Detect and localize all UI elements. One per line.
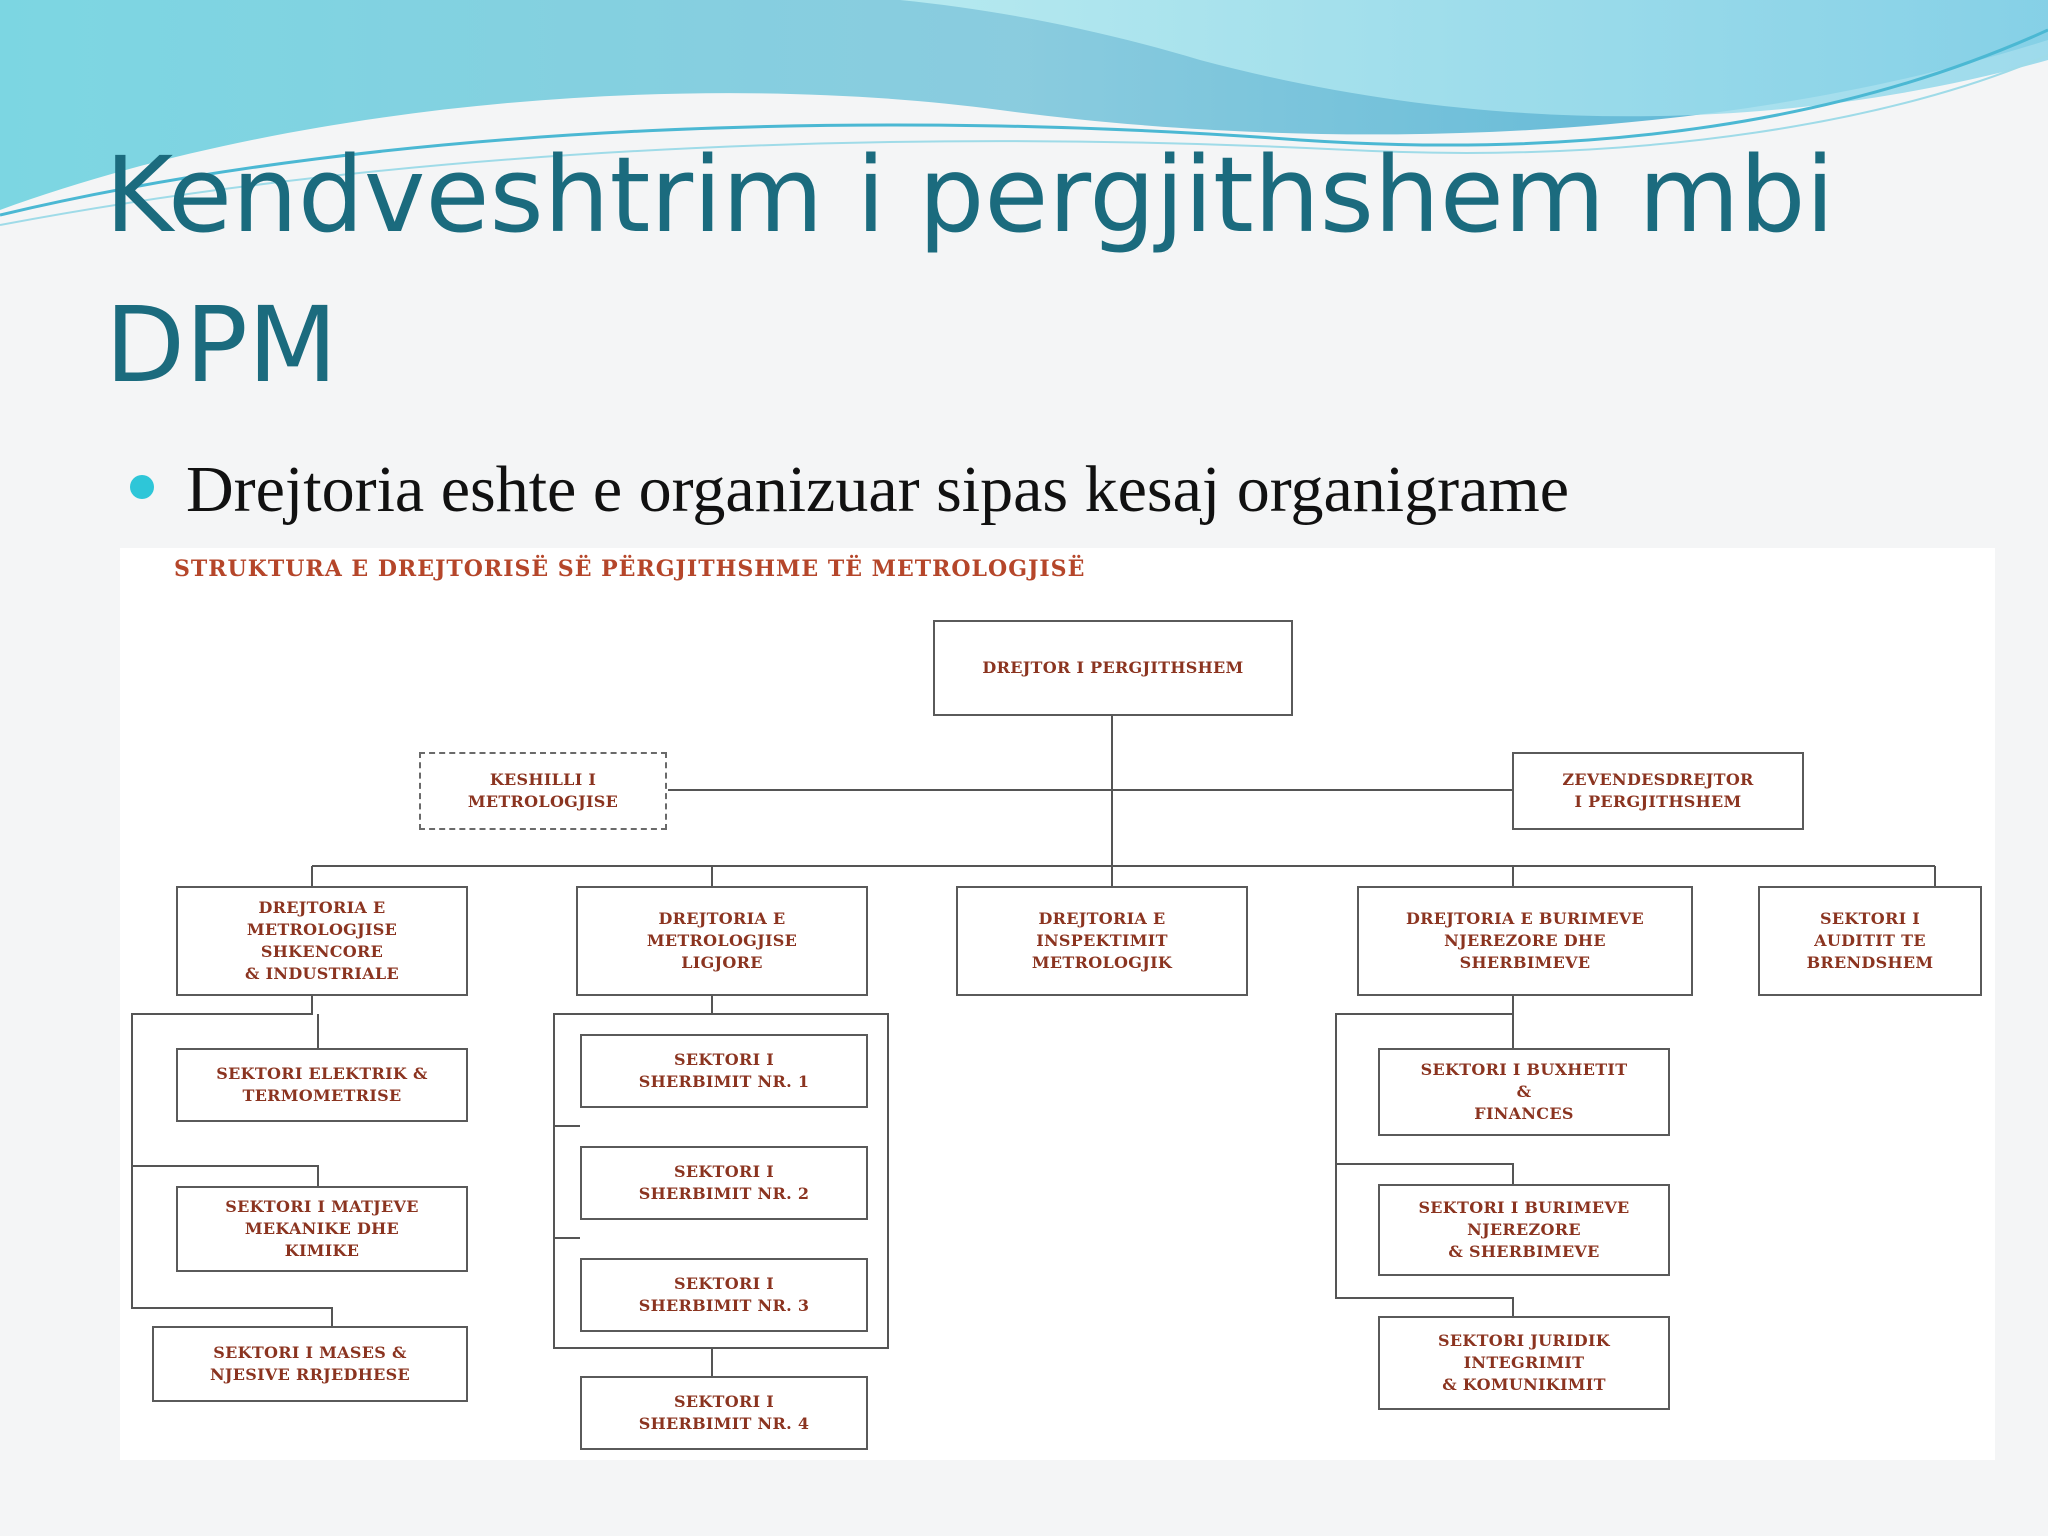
sector-service-3-box: SEKTORI I SHERBIMIT NR. 3: [580, 1258, 868, 1332]
directorate-scientific-box: DREJTORIA E METROLOGJISE SHKENCORE & IND…: [176, 886, 468, 996]
sector-service-1-label: SEKTORI I SHERBIMIT NR. 1: [638, 1050, 810, 1091]
audit-sector-box: SEKTORI I AUDITIT TE BRENDSHEM: [1758, 886, 1982, 996]
sector-hr-label: SEKTORI I BURIMEVE NJEREZORE & SHERBIMEV…: [1418, 1198, 1630, 1261]
bullet-dot-icon: [130, 475, 154, 499]
sector-electric-label: SEKTORI ELEKTRIK & TERMOMETRISE: [216, 1064, 428, 1105]
sector-mechanical-box: SEKTORI I MATJEVE MEKANIKE DHE KIMIKE: [176, 1186, 468, 1272]
directorate-inspection-box: DREJTORIA E INSPEKTIMIT METROLOGJIK: [956, 886, 1248, 996]
directorate-hr-box: DREJTORIA E BURIMEVE NJEREZORE DHE SHERB…: [1357, 886, 1693, 996]
slide-title: Kendveshtrim i pergjithshem mbi DPM: [105, 134, 1835, 406]
directorate-scientific-label: DREJTORIA E METROLOGJISE SHKENCORE & IND…: [245, 898, 399, 983]
council-box: KESHILLI I METROLOGJISE: [419, 752, 667, 830]
sector-service-2-box: SEKTORI I SHERBIMIT NR. 2: [580, 1146, 868, 1220]
org-chart: STRUKTURA E DREJTORISË SË PËRGJITHSHME T…: [120, 548, 1995, 1460]
sector-budget-box: SEKTORI I BUXHETIT & FINANCES: [1378, 1048, 1670, 1136]
sector-service-2-label: SEKTORI I SHERBIMIT NR. 2: [638, 1162, 810, 1203]
sector-hr-box: SEKTORI I BURIMEVE NJEREZORE & SHERBIMEV…: [1378, 1184, 1670, 1276]
sector-service-4-label: SEKTORI I SHERBIMIT NR. 4: [638, 1392, 810, 1433]
director-box: DREJTOR I PERGJITHSHEM: [933, 620, 1293, 716]
sector-electric-box: SEKTORI ELEKTRIK & TERMOMETRISE: [176, 1048, 468, 1122]
sector-service-3-label: SEKTORI I SHERBIMIT NR. 3: [638, 1274, 810, 1315]
sector-service-1-box: SEKTORI I SHERBIMIT NR. 1: [580, 1034, 868, 1108]
sector-legal-box: SEKTORI JURIDIK INTEGRIMIT & KOMUNIKIMIT: [1378, 1316, 1670, 1410]
directorate-legal-box: DREJTORIA E METROLOGJISE LIGJORE: [576, 886, 868, 996]
deputy-box: ZEVENDESDREJTOR I PERGJITHSHEM: [1512, 752, 1804, 830]
bullet-text: Drejtoria eshte e organizuar sipas kesaj…: [186, 453, 1570, 526]
org-chart-title: STRUKTURA E DREJTORISË SË PËRGJITHSHME T…: [174, 556, 1086, 582]
sector-service-4-box: SEKTORI I SHERBIMIT NR. 4: [580, 1376, 868, 1450]
sector-mass-label: SEKTORI I MASES & NJESIVE RRJEDHESE: [209, 1343, 410, 1384]
org-chart-connectors: [131, 716, 1936, 1376]
deputy-label: ZEVENDESDREJTOR I PERGJITHSHEM: [1562, 770, 1754, 811]
council-label: KESHILLI I METROLOGJISE: [467, 770, 619, 811]
sector-mass-box: SEKTORI I MASES & NJESIVE RRJEDHESE: [152, 1326, 468, 1402]
sector-legal-label: SEKTORI JURIDIK INTEGRIMIT & KOMUNIKIMIT: [1438, 1331, 1610, 1394]
header-wave-decoration: [0, 0, 2048, 226]
sector-mechanical-label: SEKTORI I MATJEVE MEKANIKE DHE KIMIKE: [225, 1197, 419, 1260]
directorate-legal-label: DREJTORIA E METROLOGJISE LIGJORE: [646, 909, 798, 972]
directorate-inspection-label: DREJTORIA E INSPEKTIMIT METROLOGJIK: [1031, 909, 1173, 972]
directorate-hr-label: DREJTORIA E BURIMEVE NJEREZORE DHE SHERB…: [1405, 909, 1645, 972]
audit-sector-label: SEKTORI I AUDITIT TE BRENDSHEM: [1806, 909, 1934, 972]
sector-budget-label: SEKTORI I BUXHETIT & FINANCES: [1420, 1060, 1628, 1123]
director-label: DREJTOR I PERGJITHSHEM: [982, 658, 1244, 677]
